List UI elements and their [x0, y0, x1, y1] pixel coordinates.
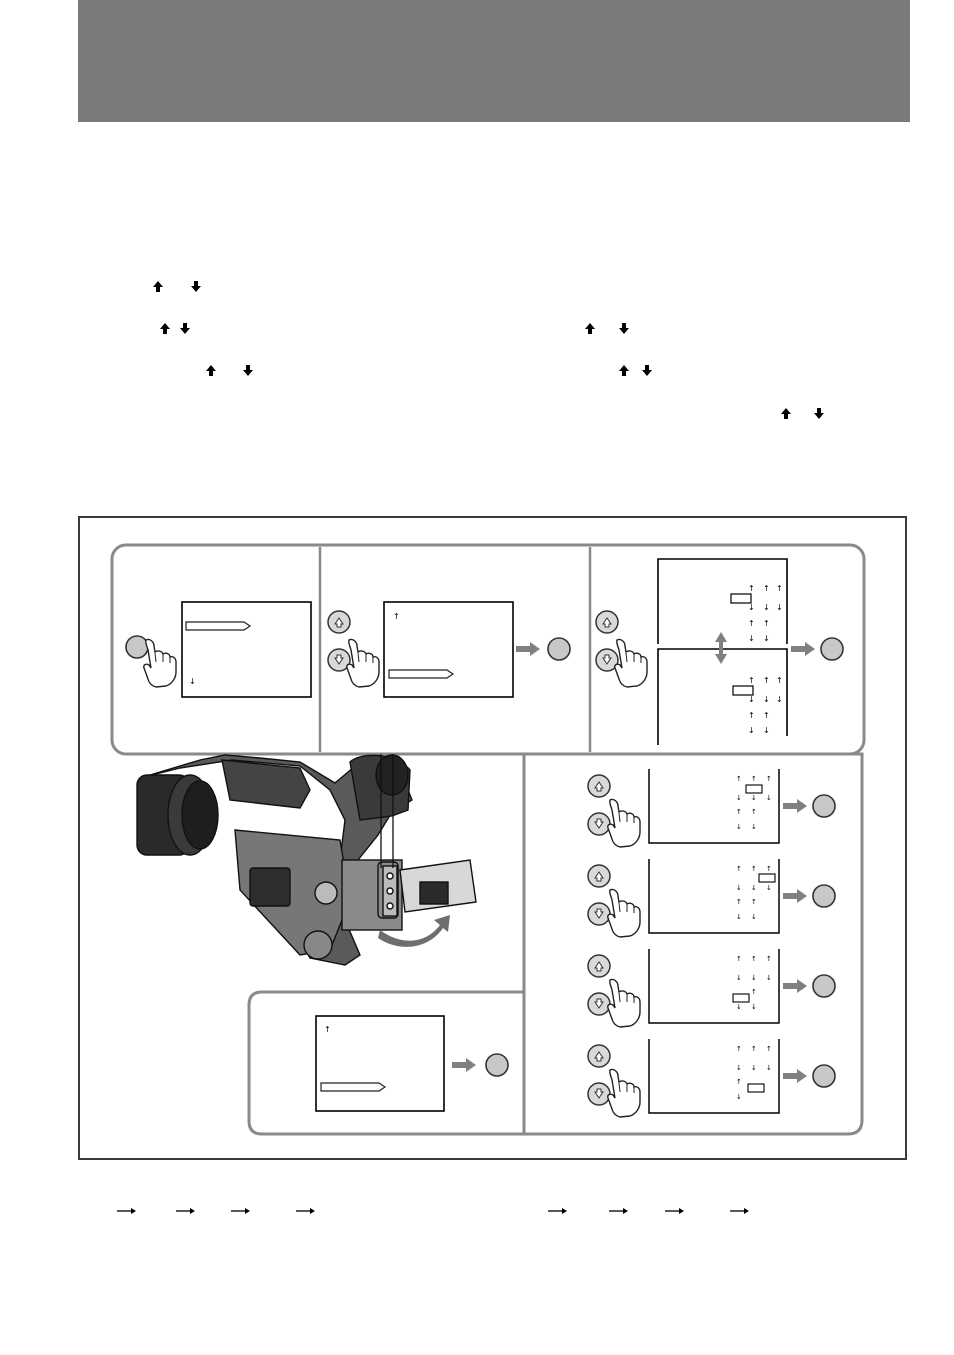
svg-text:↓: ↓	[748, 726, 755, 735]
svg-text:↑: ↑	[736, 775, 742, 783]
execute-button[interactable]	[485, 1053, 509, 1077]
svg-text:↑: ↑	[766, 775, 772, 783]
svg-text:↓: ↓	[736, 974, 742, 982]
open-panel-arrow-icon	[378, 915, 450, 947]
setting-screen-b: ↑ ↑ ↑ ↓ ↓ ↓ ↑ ↑ ↓ ↓	[657, 648, 788, 745]
svg-text:↑: ↑	[763, 711, 770, 720]
svg-text:↑: ↑	[776, 584, 783, 593]
svg-text:↓: ↓	[751, 794, 757, 802]
svg-text:↑: ↑	[751, 775, 757, 783]
action-arrow-icon	[791, 642, 815, 656]
svg-text:↓: ↓	[736, 913, 742, 921]
svg-text:↑: ↑	[748, 619, 755, 628]
menu-scroll-down-icon: ↓	[189, 677, 196, 686]
svg-text:↑: ↑	[776, 676, 783, 685]
menu-cursor	[320, 1082, 386, 1092]
svg-text:↑: ↑	[766, 865, 772, 873]
menu-scroll-up-icon: ↑	[324, 1025, 331, 1034]
svg-text:↓: ↓	[736, 1064, 742, 1072]
set-row-2: ↑ ↑ ↑ ↓ ↓ ↓ ↑ ↑ ↓ ↓	[587, 859, 836, 938]
svg-text:↓: ↓	[751, 974, 757, 982]
up-button[interactable]	[327, 610, 351, 634]
svg-text:↓: ↓	[748, 603, 755, 612]
svg-text:↑: ↑	[766, 955, 772, 963]
svg-text:↑: ↑	[736, 1078, 742, 1086]
execute-button[interactable]	[820, 637, 844, 661]
svg-text:↑: ↑	[763, 676, 770, 685]
svg-text:↓: ↓	[748, 634, 755, 643]
svg-text:↓: ↓	[751, 1064, 757, 1072]
svg-text:↓: ↓	[763, 603, 770, 612]
set-row-3: ↑ ↑ ↑ ↓ ↓ ↓ ↑ ↓ ↓	[587, 949, 836, 1028]
hand-pointer-icon	[346, 638, 380, 688]
menu-button[interactable]	[125, 635, 149, 659]
svg-text:↓: ↓	[763, 695, 770, 704]
up-button[interactable]	[595, 610, 619, 634]
svg-text:↑: ↑	[736, 898, 742, 906]
svg-text:↑: ↑	[763, 584, 770, 593]
svg-text:↑: ↑	[766, 1045, 772, 1053]
svg-text:↓: ↓	[763, 634, 770, 643]
sequence-arrows	[117, 1208, 749, 1214]
set-row-1: ↑ ↑ ↑ ↓ ↓ ↓ ↑ ↑ ↓ ↓	[587, 769, 836, 848]
svg-text:↑: ↑	[751, 955, 757, 963]
svg-text:↓: ↓	[766, 1064, 772, 1072]
svg-text:↓: ↓	[751, 884, 757, 892]
set-row-4: ↑ ↑ ↑ ↓ ↓ ↓ ↑ ↓	[587, 1039, 836, 1118]
svg-text:↑: ↑	[751, 898, 757, 906]
hand-pointer-icon	[143, 638, 177, 688]
menu-screen-2	[383, 601, 514, 698]
svg-text:↑: ↑	[763, 619, 770, 628]
svg-text:↓: ↓	[766, 794, 772, 802]
svg-text:↑: ↑	[751, 1045, 757, 1053]
menu-screen-1	[181, 601, 312, 698]
action-arrow-icon	[452, 1058, 476, 1072]
svg-text:↓: ↓	[736, 1093, 742, 1101]
svg-text:↓: ↓	[736, 823, 742, 831]
double-arrow-icon	[715, 632, 727, 664]
diagram-frame	[78, 516, 907, 1160]
svg-text:↑: ↑	[736, 808, 742, 816]
svg-text:↓: ↓	[751, 823, 757, 831]
svg-text:↑: ↑	[736, 955, 742, 963]
svg-text:↑: ↑	[736, 1045, 742, 1053]
camcorder-illustration	[136, 754, 477, 966]
svg-text:↑: ↑	[751, 808, 757, 816]
svg-text:↑: ↑	[736, 865, 742, 873]
menu-scroll-up-icon: ↑	[393, 612, 400, 621]
svg-text:↓: ↓	[748, 695, 755, 704]
svg-text:↑: ↑	[751, 865, 757, 873]
svg-text:↓: ↓	[766, 974, 772, 982]
step-panel-bottom	[247, 990, 526, 1136]
menu-cursor	[185, 621, 251, 631]
execute-button[interactable]	[547, 637, 571, 661]
step-panel-right	[522, 752, 864, 1136]
svg-text:↓: ↓	[736, 1003, 742, 1011]
header-band	[78, 0, 910, 122]
svg-text:↑: ↑	[748, 711, 755, 720]
svg-text:↓: ↓	[751, 1003, 757, 1011]
svg-text:↑: ↑	[748, 676, 755, 685]
setting-screen-a: ↑ ↑ ↑ ↓ ↓ ↓ ↑ ↑ ↓ ↓	[657, 558, 788, 644]
svg-text:↓: ↓	[776, 603, 783, 612]
svg-text:↑: ↑	[748, 584, 755, 593]
menu-screen-end	[315, 1015, 445, 1112]
hand-pointer-icon	[614, 638, 648, 688]
step-panel-top	[110, 543, 866, 756]
svg-text:↓: ↓	[751, 913, 757, 921]
svg-text:↓: ↓	[766, 884, 772, 892]
svg-text:↑: ↑	[751, 988, 757, 996]
svg-text:↓: ↓	[776, 695, 783, 704]
menu-cursor	[388, 669, 454, 679]
svg-text:↓: ↓	[736, 884, 742, 892]
action-arrow-icon	[516, 642, 540, 656]
svg-text:↓: ↓	[736, 794, 742, 802]
svg-text:↓: ↓	[763, 726, 770, 735]
